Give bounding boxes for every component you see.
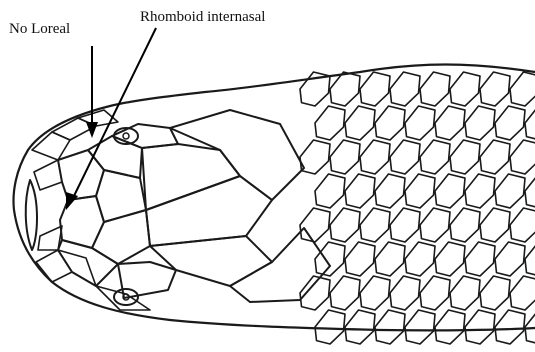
snake-head-illustration [0, 0, 535, 352]
